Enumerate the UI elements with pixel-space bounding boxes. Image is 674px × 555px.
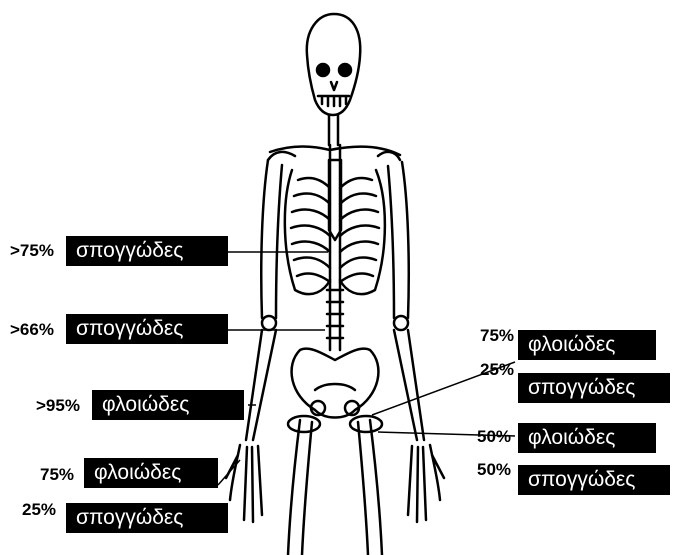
leader-wrist — [218, 460, 240, 485]
label-femoral-neck-percent-1: 75% — [480, 326, 514, 346]
label-femoral-neck-tissue-1: φλοιώδες — [518, 330, 656, 360]
label-wrist-tissue-1: φλοιώδες — [84, 458, 218, 488]
label-forearm-tissue: φλοιώδες — [92, 390, 244, 420]
label-wrist-tissue-2: σπογγώδες — [66, 503, 228, 533]
label-forearm-percent: >95% — [36, 396, 80, 416]
label-femoral-neck-percent-2: 25% — [480, 360, 514, 380]
label-trochanter-tissue-2: σπογγώδες — [518, 465, 670, 495]
label-spine-upper-tissue: σπογγώδες — [66, 236, 228, 266]
label-femoral-neck-tissue-2: σπογγώδες — [518, 373, 670, 403]
label-spine-lower-percent: >66% — [10, 320, 54, 340]
label-trochanter-percent-2: 50% — [477, 460, 511, 480]
label-trochanter-percent-1: 50% — [477, 427, 511, 447]
label-trochanter-tissue-1: φλοιώδες — [518, 423, 656, 453]
label-wrist-percent-2: 25% — [22, 500, 56, 520]
label-wrist-percent-1: 75% — [40, 465, 74, 485]
label-spine-lower-tissue: σπογγώδες — [66, 314, 228, 344]
label-spine-upper-percent: >75% — [10, 241, 54, 261]
